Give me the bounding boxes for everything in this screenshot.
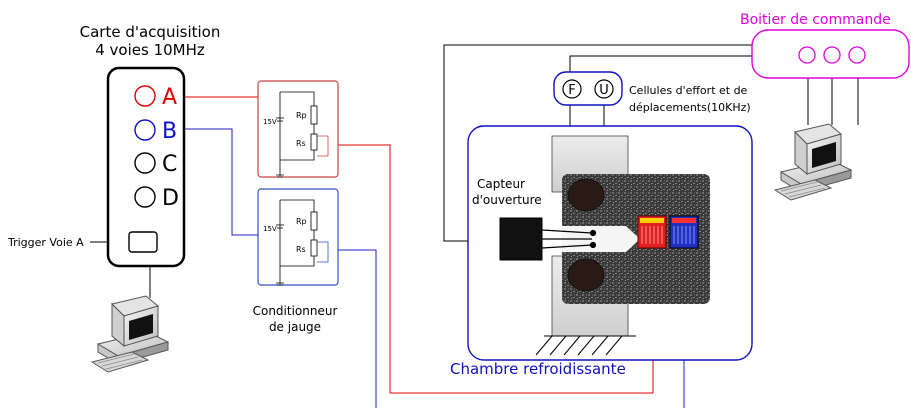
strain-gauge-blue [670, 216, 698, 248]
conditioner-channel-a [258, 81, 338, 177]
sensor-label: Capteur [477, 177, 525, 191]
conditioner-a-supply: 15V [263, 118, 277, 126]
conditioner-label: Conditionneur [253, 304, 338, 318]
cells-label-2: déplacements(10KHz) [629, 101, 751, 114]
computer-left-icon [92, 296, 168, 372]
channel-d-label: D [162, 186, 179, 211]
opening-sensor [500, 218, 542, 260]
conditioner-b-supply: 15V [263, 225, 277, 233]
trigger-port[interactable] [129, 232, 157, 252]
acquisition-subtitle: 4 voies 10MHz [95, 41, 205, 59]
channel-c-label: C [162, 152, 177, 177]
chamber-label: Chambre refroidissante [450, 360, 626, 378]
conditioner-b-rs: Rs [296, 245, 306, 254]
conditioner-b-rp: Rp [296, 217, 307, 226]
acquisition-title: Carte d'acquisition [80, 23, 221, 41]
displacement-cell-label: U [599, 83, 609, 98]
wire-control-cells [570, 56, 760, 72]
control-button-2[interactable] [824, 47, 840, 63]
control-button-3[interactable] [849, 47, 865, 63]
computer-right-icon [775, 124, 851, 200]
strain-gauge-red [638, 216, 666, 248]
conditioner-channel-b [258, 189, 338, 285]
control-button-1[interactable] [799, 47, 815, 63]
wire-gauge-blue [334, 250, 376, 408]
trigger-label: Trigger Voie A [7, 236, 84, 249]
conditioner-a-rs: Rs [296, 139, 306, 148]
sensor-label-2: d'ouverture [472, 193, 542, 207]
force-cell-label: F [568, 83, 575, 98]
channel-a-label: A [162, 85, 177, 110]
wire-channel-b [184, 129, 258, 235]
wire-control-pc [808, 78, 858, 125]
channel-b-label: B [162, 119, 177, 144]
conditioner-a-rp: Rp [296, 111, 307, 120]
conditioner-label-2: de jauge [269, 320, 321, 334]
control-box-title: Boitier de commande [740, 12, 891, 28]
cells-label: Cellules d'effort et de [629, 84, 748, 97]
